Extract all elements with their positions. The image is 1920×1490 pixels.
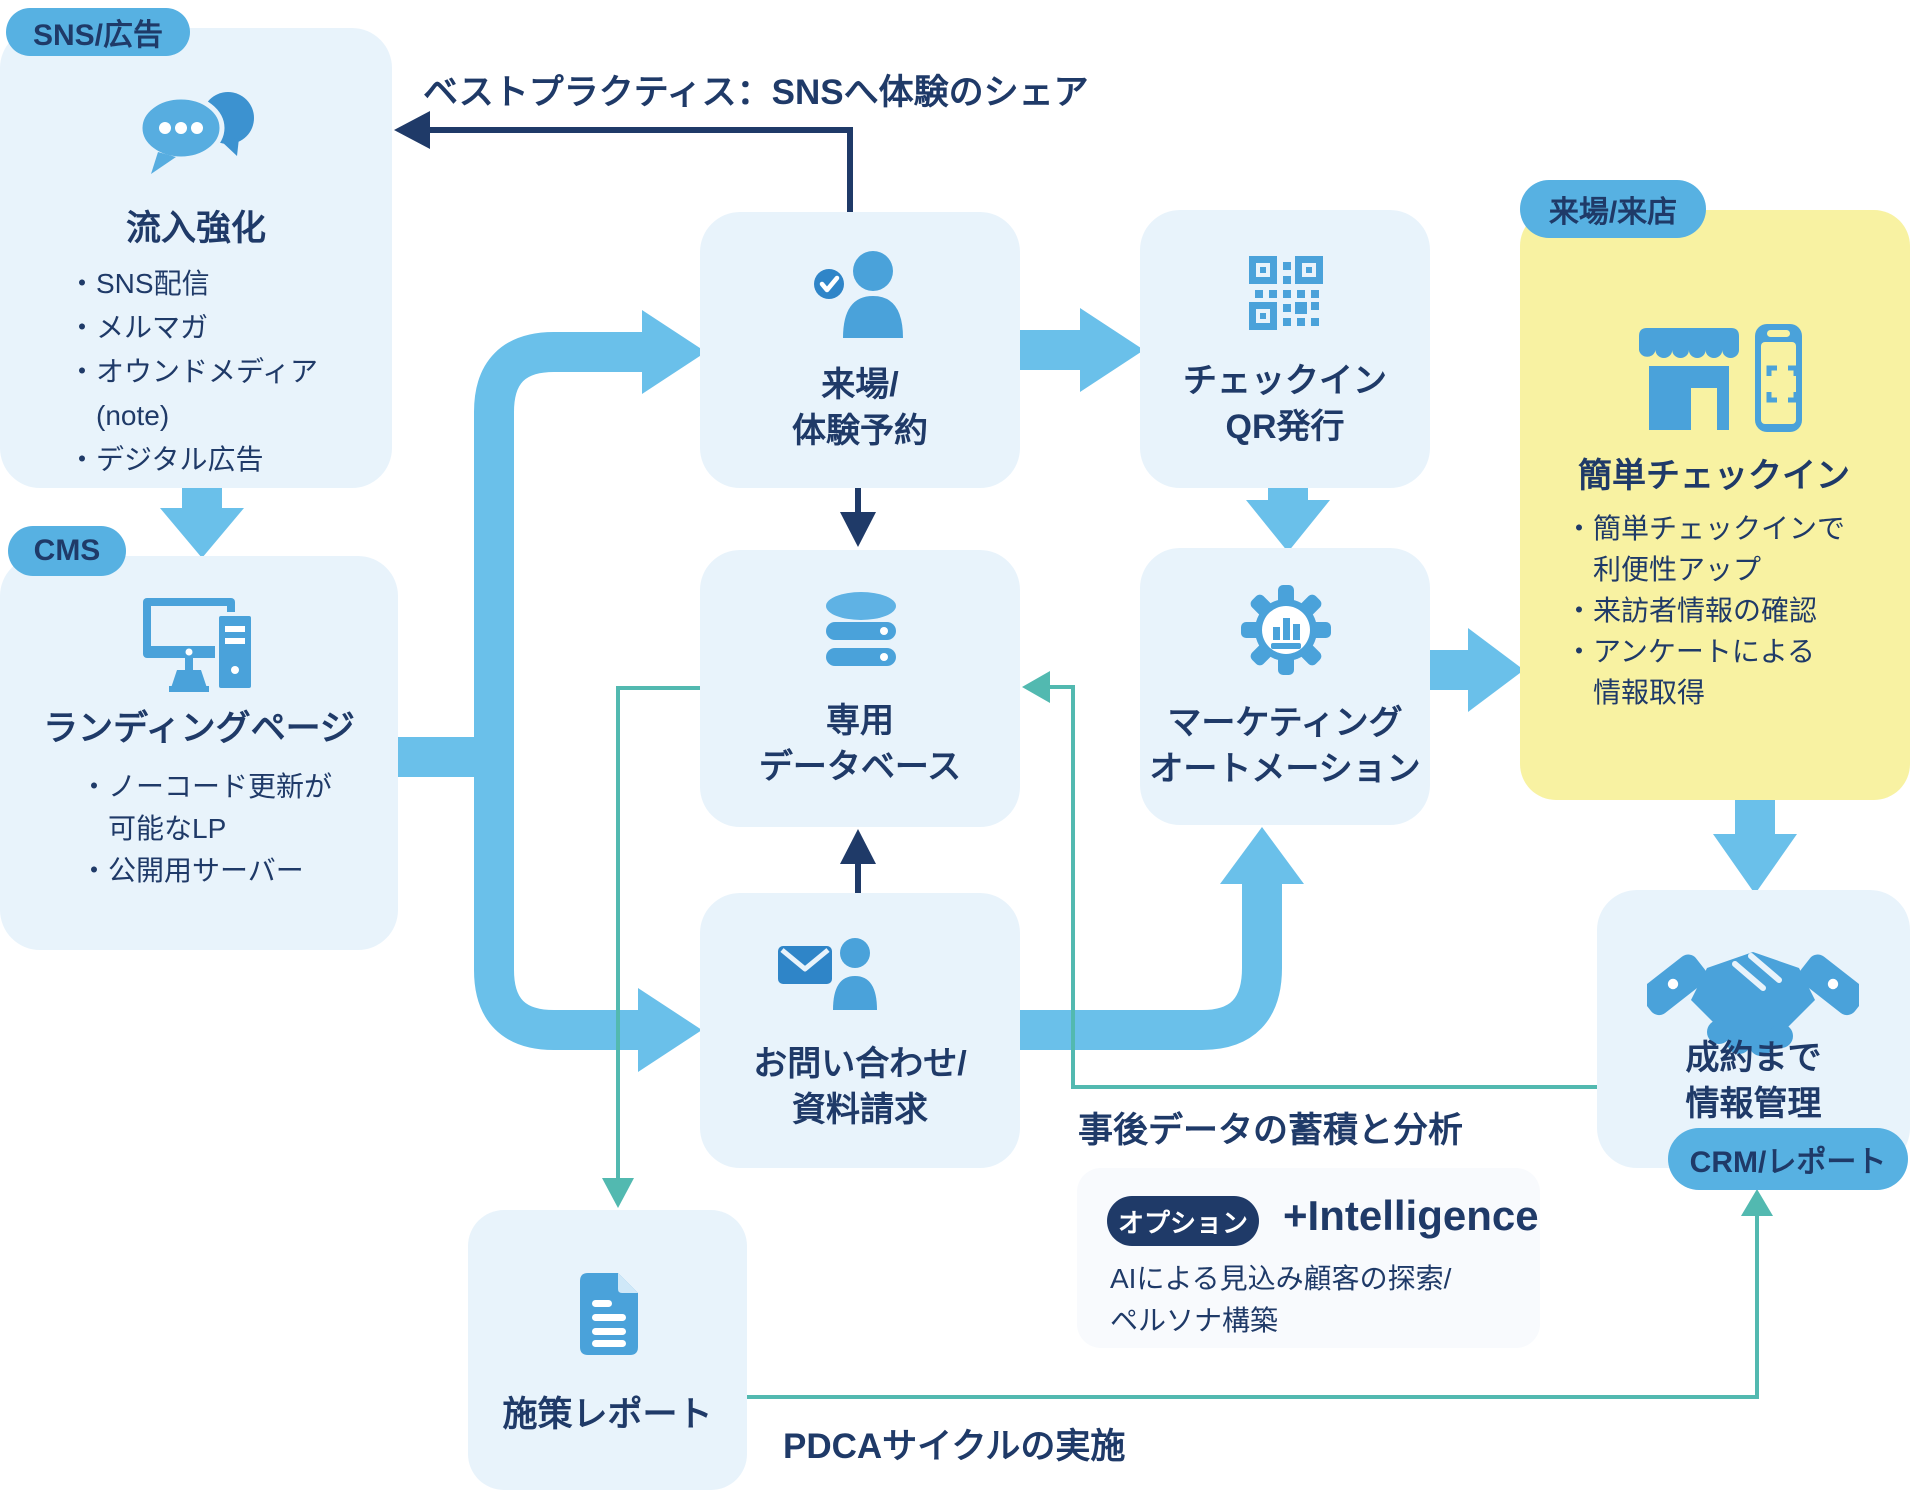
- box-easy-checkin: 簡単チェックイン ・簡単チェックインで 利便性アップ ・来訪者情報の確認 ・アン…: [1520, 210, 1910, 800]
- document-icon: [580, 1273, 638, 1355]
- bullet-item: ・ノーコード更新が: [80, 771, 333, 802]
- bullet-item: (note): [68, 400, 170, 431]
- box-title: 成約まで 情報管理: [1597, 1035, 1910, 1127]
- title-line: お問い合わせ/: [753, 1045, 967, 1083]
- bullet-item: ・オウンドメディア: [68, 356, 319, 387]
- label-best-practice: ベストプラクティス：SNSへ体験のシェア: [423, 73, 1089, 112]
- intelligence-title: +Intelligence: [1283, 1192, 1539, 1239]
- bullet-item: ・アンケートによる: [1565, 636, 1816, 667]
- title-line: データベース: [758, 748, 962, 786]
- handshake-icon: [1640, 932, 1866, 1064]
- title-line: オートメーション: [1149, 750, 1421, 788]
- gear-chart-icon: [1241, 585, 1331, 675]
- box-title: ランディングページ: [43, 709, 355, 748]
- desktop-computer-icon: [143, 598, 255, 694]
- navy-arrows: [394, 111, 876, 893]
- title-line: チェックイン: [1183, 362, 1387, 400]
- bullet-item: 情報取得: [1565, 677, 1706, 708]
- feedback-lines: [602, 671, 1773, 1399]
- description-line: ペルソナ構築: [1110, 1305, 1279, 1336]
- box-report: 施策レポート: [468, 1210, 747, 1490]
- box-qr-issue: チェックイン QR発行: [1140, 210, 1430, 488]
- box-visit-reserve: 来場/ 体験予約: [700, 212, 1020, 488]
- title-line: 来場/: [821, 366, 899, 404]
- box-title: マーケティング オートメーション: [1140, 700, 1430, 792]
- label-post-data-analysis: 事後データの蓄積と分析: [1078, 1111, 1464, 1150]
- bullet-item: ・SNS配信: [68, 268, 210, 299]
- bullet-item: ・メルマガ: [68, 312, 209, 343]
- box-title: 簡単チェックイン: [1578, 457, 1850, 495]
- bullet-item: ・簡単チェックインで: [1565, 513, 1846, 544]
- box-database: 専用 データベース: [700, 550, 1020, 827]
- title-line: 体験予約: [792, 412, 928, 450]
- box-bullets: ・ノーコード更新が 可能なLP ・公開用サーバー: [80, 766, 332, 892]
- box-title: 専用 データベース: [700, 698, 1020, 790]
- box-deal-management: 成約まで 情報管理: [1597, 890, 1910, 1168]
- option-badge: オプション: [1107, 1196, 1259, 1246]
- box-title: 流入強化: [125, 209, 266, 248]
- bullet-item: 可能なLP: [80, 813, 227, 844]
- card-intelligence: オプション +Intelligence AIによる見込み顧客の探索/ ペルソナ構…: [1077, 1168, 1540, 1348]
- tag-crm-report: CRM/レポート: [1668, 1128, 1908, 1190]
- box-title: 施策レポート: [502, 1395, 713, 1434]
- box-sns: 流入強化 ・SNS配信 ・メルマガ ・オウンドメディア (note) ・デジタル…: [0, 28, 392, 488]
- chat-bubbles-icon: [137, 90, 256, 176]
- title-line: QR発行: [1225, 408, 1345, 446]
- bullet-item: ・来訪者情報の確認: [1565, 595, 1818, 626]
- title-line: 専用: [826, 702, 894, 740]
- description-line: AIによる見込み顧客の探索/: [1110, 1263, 1452, 1294]
- person-check-icon: [813, 250, 907, 338]
- box-title: チェックイン QR発行: [1140, 358, 1430, 450]
- box-title: 来場/ 体験予約: [700, 362, 1020, 454]
- box-marketing-automation: マーケティング オートメーション: [1140, 548, 1430, 825]
- tag-visit-store: 来場/来店: [1520, 180, 1706, 238]
- bullet-item: 利便性アップ: [1565, 554, 1762, 585]
- box-contact-request: お問い合わせ/ 資料請求: [700, 893, 1020, 1168]
- title-line: マーケティング: [1167, 704, 1403, 742]
- tag-sns-ad: SNS/広告: [6, 8, 190, 56]
- title-line: 情報管理: [1685, 1085, 1822, 1123]
- label-pdca-cycle: PDCAサイクルの実施: [783, 1427, 1126, 1466]
- title-line: 成約まで: [1685, 1039, 1822, 1077]
- database-icon: [825, 592, 897, 672]
- box-cms: ランディングページ ・ノーコード更新が 可能なLP ・公開用サーバー: [0, 556, 398, 950]
- title-line: 資料請求: [792, 1091, 928, 1129]
- bullet-item: ・公開用サーバー: [80, 855, 304, 886]
- box-title: お問い合わせ/ 資料請求: [700, 1041, 1020, 1133]
- box-bullets: ・SNS配信 ・メルマガ ・オウンドメディア (note) ・デジタル広告: [68, 262, 318, 482]
- tag-cms: CMS: [8, 526, 126, 576]
- intelligence-description: AIによる見込み顧客の探索/ ペルソナ構築: [1110, 1258, 1451, 1342]
- box-bullets: ・簡単チェックインで 利便性アップ ・来訪者情報の確認 ・アンケートによる 情報…: [1565, 508, 1845, 713]
- flow-pipes: [160, 308, 1797, 1072]
- qr-code-icon: [1249, 256, 1323, 330]
- bullet-item: ・デジタル広告: [68, 444, 264, 475]
- store-phone-icon: [1637, 322, 1804, 434]
- mail-person-icon: [778, 938, 880, 1010]
